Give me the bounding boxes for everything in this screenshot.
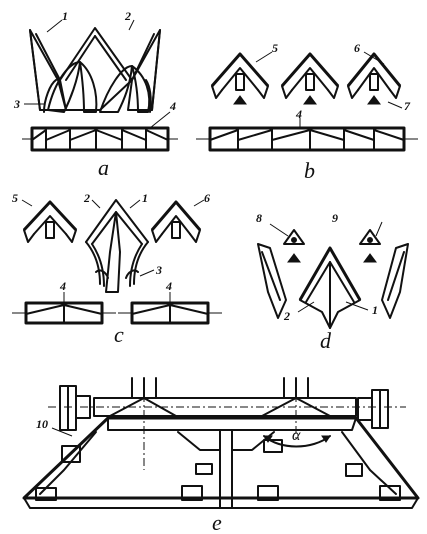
wing-d-right — [381, 243, 409, 319]
label-a-1: 1 — [62, 9, 68, 23]
angle-alpha: α — [292, 427, 301, 444]
label-a-2: 2 — [124, 9, 131, 23]
angle-indicator: α — [263, 427, 331, 448]
caption-a: a — [98, 155, 109, 180]
label-c-6: 6 — [204, 191, 210, 205]
label-c-4-right: 4 — [165, 279, 172, 293]
panel-c: 5 2 1 6 3 4 4 c — [12, 191, 222, 347]
arrow-share-1 — [210, 52, 270, 105]
label-a-4: 4 — [169, 99, 176, 113]
panel-e: α 10 e — [22, 377, 420, 534]
label-a-3: 3 — [13, 97, 20, 111]
wheel-right — [357, 389, 389, 429]
share-petals — [43, 61, 152, 113]
label-d-8: 8 — [256, 211, 262, 225]
frame-bar-c-right — [118, 301, 222, 325]
caption-b: b — [304, 158, 315, 183]
central-ridger-d — [298, 246, 362, 329]
arrow-share-2 — [280, 52, 340, 105]
label-d-9: 9 — [332, 211, 338, 225]
panel-b: 5 6 4 7 b — [196, 41, 418, 183]
wheel-left — [59, 385, 91, 431]
label-b-5: 5 — [272, 41, 278, 55]
wing-d-left — [257, 243, 287, 319]
hubs — [131, 377, 309, 399]
label-d-2: 2 — [283, 309, 290, 323]
label-e-10: 10 — [36, 417, 48, 431]
knife-right — [127, 29, 161, 111]
arrow-share-c-right — [150, 200, 202, 243]
arrow-share-3 — [346, 52, 402, 105]
small-arrow-d-right — [359, 229, 381, 263]
panel-d: 8 9 2 1 d — [256, 211, 409, 353]
knife-left — [29, 29, 67, 111]
label-c-1: 1 — [142, 191, 148, 205]
frame-bar-b — [196, 126, 418, 152]
frame-bar-c-left — [12, 301, 116, 325]
label-c-3: 3 — [155, 263, 162, 277]
caption-e: e — [212, 510, 222, 534]
label-b-6: 6 — [354, 41, 360, 55]
caption-d: d — [320, 328, 332, 353]
label-b-7: 7 — [404, 99, 411, 113]
frame-outer — [22, 416, 420, 509]
struts — [39, 397, 397, 509]
label-c-5: 5 — [12, 191, 18, 205]
panel-a: 1 2 3 4 a — [13, 9, 178, 180]
small-arrow-d-left — [283, 229, 305, 263]
label-b-4: 4 — [295, 107, 302, 121]
ridger-bodies — [35, 439, 401, 501]
arrow-share-c-left — [22, 200, 78, 243]
frame-bar-a — [22, 126, 178, 152]
central-ridger-c — [85, 199, 149, 293]
label-c-2: 2 — [83, 191, 90, 205]
label-d-1: 1 — [372, 303, 378, 317]
caption-c: c — [114, 322, 124, 347]
label-c-4-left: 4 — [59, 279, 66, 293]
